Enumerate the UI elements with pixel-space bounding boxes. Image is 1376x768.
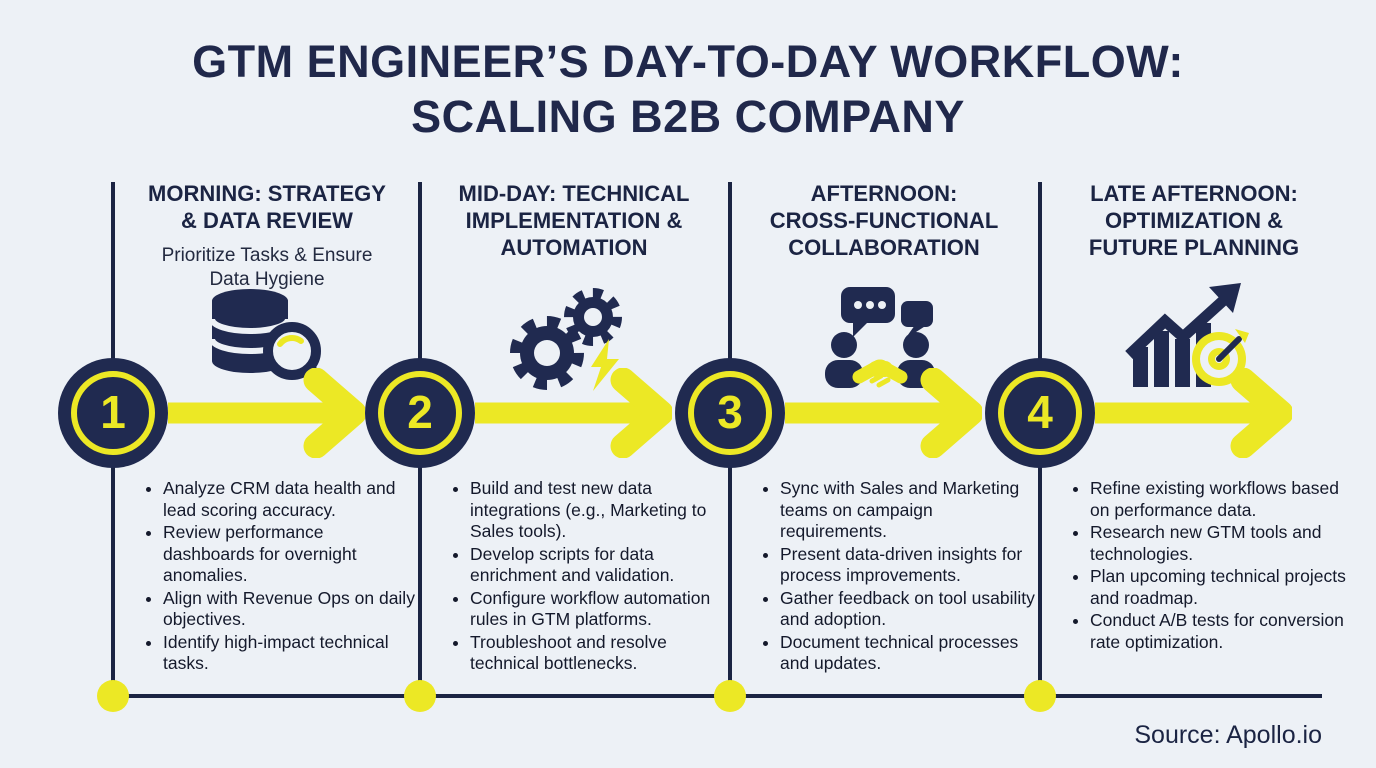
- stage-afternoon: AFTERNOON: CROSS-FUNCTIONAL COLLABORATIO…: [675, 0, 1037, 768]
- stage-number: 1: [100, 386, 126, 438]
- gears-lightning-icon: [505, 281, 639, 393]
- stage-number-badge: 1: [58, 358, 168, 468]
- timeline-arrow-1: [168, 367, 367, 459]
- stage-title: LATE AFTERNOON: OPTIMIZATION & FUTURE PL…: [1088, 181, 1300, 260]
- bullet-item: Build and test new data integrations (e.…: [470, 478, 726, 543]
- bullet-item: Research new GTM tools and technologies.: [1090, 522, 1346, 565]
- timeline-dot-2: [404, 680, 436, 712]
- timeline-dot-1: [97, 680, 129, 712]
- timeline-dot-3: [714, 680, 746, 712]
- stage-midday: MID-DAY: TECHNICAL IMPLEMENTATION & AUTO…: [365, 0, 727, 768]
- stage-morning: MORNING: STRATEGY & DATA REVIEW Prioriti…: [58, 0, 420, 768]
- stage-number: 3: [717, 386, 743, 438]
- bullet-item: Configure workflow automation rules in G…: [470, 588, 726, 631]
- bullet-item: Present data-driven insights for process…: [780, 544, 1036, 587]
- growth-target-icon: [1125, 281, 1259, 393]
- stage-bullet-list: Analyze CRM data health and lead scoring…: [143, 478, 419, 676]
- timeline-arrow-4: [1095, 367, 1294, 459]
- bullet-item: Review performance dashboards for overni…: [163, 522, 419, 587]
- bullet-item: Document technical processes and updates…: [780, 632, 1036, 675]
- stage-late-afternoon: LATE AFTERNOON: OPTIMIZATION & FUTURE PL…: [985, 0, 1347, 768]
- source-attribution: Source: Apollo.io: [1134, 721, 1322, 749]
- stage-number-badge: 2: [365, 358, 475, 468]
- bullet-item: Analyze CRM data health and lead scoring…: [163, 478, 419, 521]
- bullet-item: Align with Revenue Ops on daily objectiv…: [163, 588, 419, 631]
- stage-bullet-list: Refine existing workflows based on perfo…: [1070, 478, 1346, 654]
- bullet-item: Develop scripts for data enrichment and …: [470, 544, 726, 587]
- collaboration-handshake-icon: [815, 281, 949, 393]
- stage-title: MORNING: STRATEGY & DATA REVIEW: [148, 181, 386, 233]
- stage-number: 4: [1027, 386, 1053, 438]
- stage-title: AFTERNOON: CROSS-FUNCTIONAL COLLABORATIO…: [769, 181, 999, 260]
- bullet-item: Conduct A/B tests for conversion rate op…: [1090, 610, 1346, 653]
- stage-number-badge: 3: [675, 358, 785, 468]
- bullet-item: Refine existing workflows based on perfo…: [1090, 478, 1346, 521]
- timeline-arrow-2: [475, 367, 674, 459]
- bullet-item: Sync with Sales and Marketing teams on c…: [780, 478, 1036, 543]
- bullet-item: Identify high-impact technical tasks.: [163, 632, 419, 675]
- stage-bullet-list: Sync with Sales and Marketing teams on c…: [760, 478, 1036, 676]
- bullet-item: Troubleshoot and resolve technical bottl…: [470, 632, 726, 675]
- stage-number: 2: [407, 386, 433, 438]
- timeline-arrow-3: [785, 367, 984, 459]
- stage-bullet-list: Build and test new data integrations (e.…: [450, 478, 726, 676]
- stage-title: MID-DAY: TECHNICAL IMPLEMENTATION & AUTO…: [458, 181, 690, 260]
- bullet-item: Plan upcoming technical projects and roa…: [1090, 566, 1346, 609]
- stage-number-badge: 4: [985, 358, 1095, 468]
- timeline-dot-4: [1024, 680, 1056, 712]
- stage-subtitle: Prioritize Tasks & Ensure Data Hygiene: [161, 245, 373, 290]
- bullet-item: Gather feedback on tool usability and ad…: [780, 588, 1036, 631]
- page-title: GTM ENGINEER’S DAY-TO-DAY WORKFLOW: SCAL…: [192, 36, 1184, 142]
